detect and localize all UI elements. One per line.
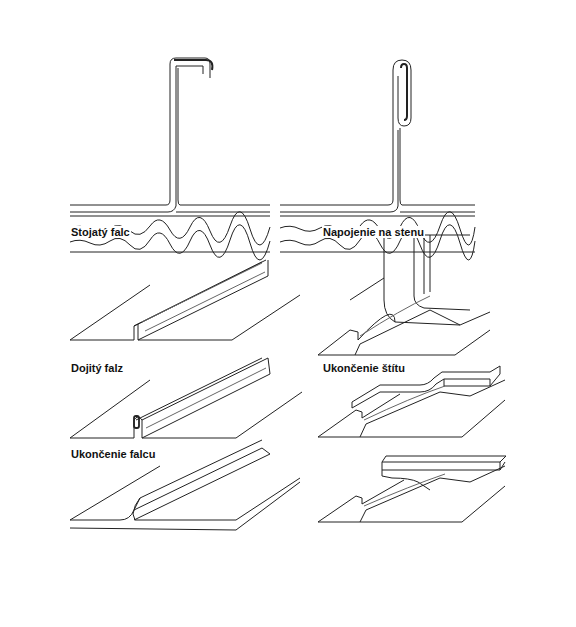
view-label: Stojatý falc xyxy=(70,226,131,238)
standing-seam-section xyxy=(70,58,270,260)
double-seam-view xyxy=(70,358,302,438)
wall-connection-view xyxy=(318,235,490,355)
view-label: Ukončenie štítu xyxy=(322,362,406,374)
view-label: Ukončenie falcu xyxy=(70,448,156,460)
view-label: Dojitý falz xyxy=(70,362,124,374)
standing-seam-view xyxy=(70,260,300,340)
double-seam-section xyxy=(280,60,475,260)
view-label: Napojenie na stenu xyxy=(322,226,425,238)
seam-end-view xyxy=(70,440,300,530)
gable-end-view xyxy=(318,456,506,522)
gable-end-view xyxy=(318,366,505,437)
